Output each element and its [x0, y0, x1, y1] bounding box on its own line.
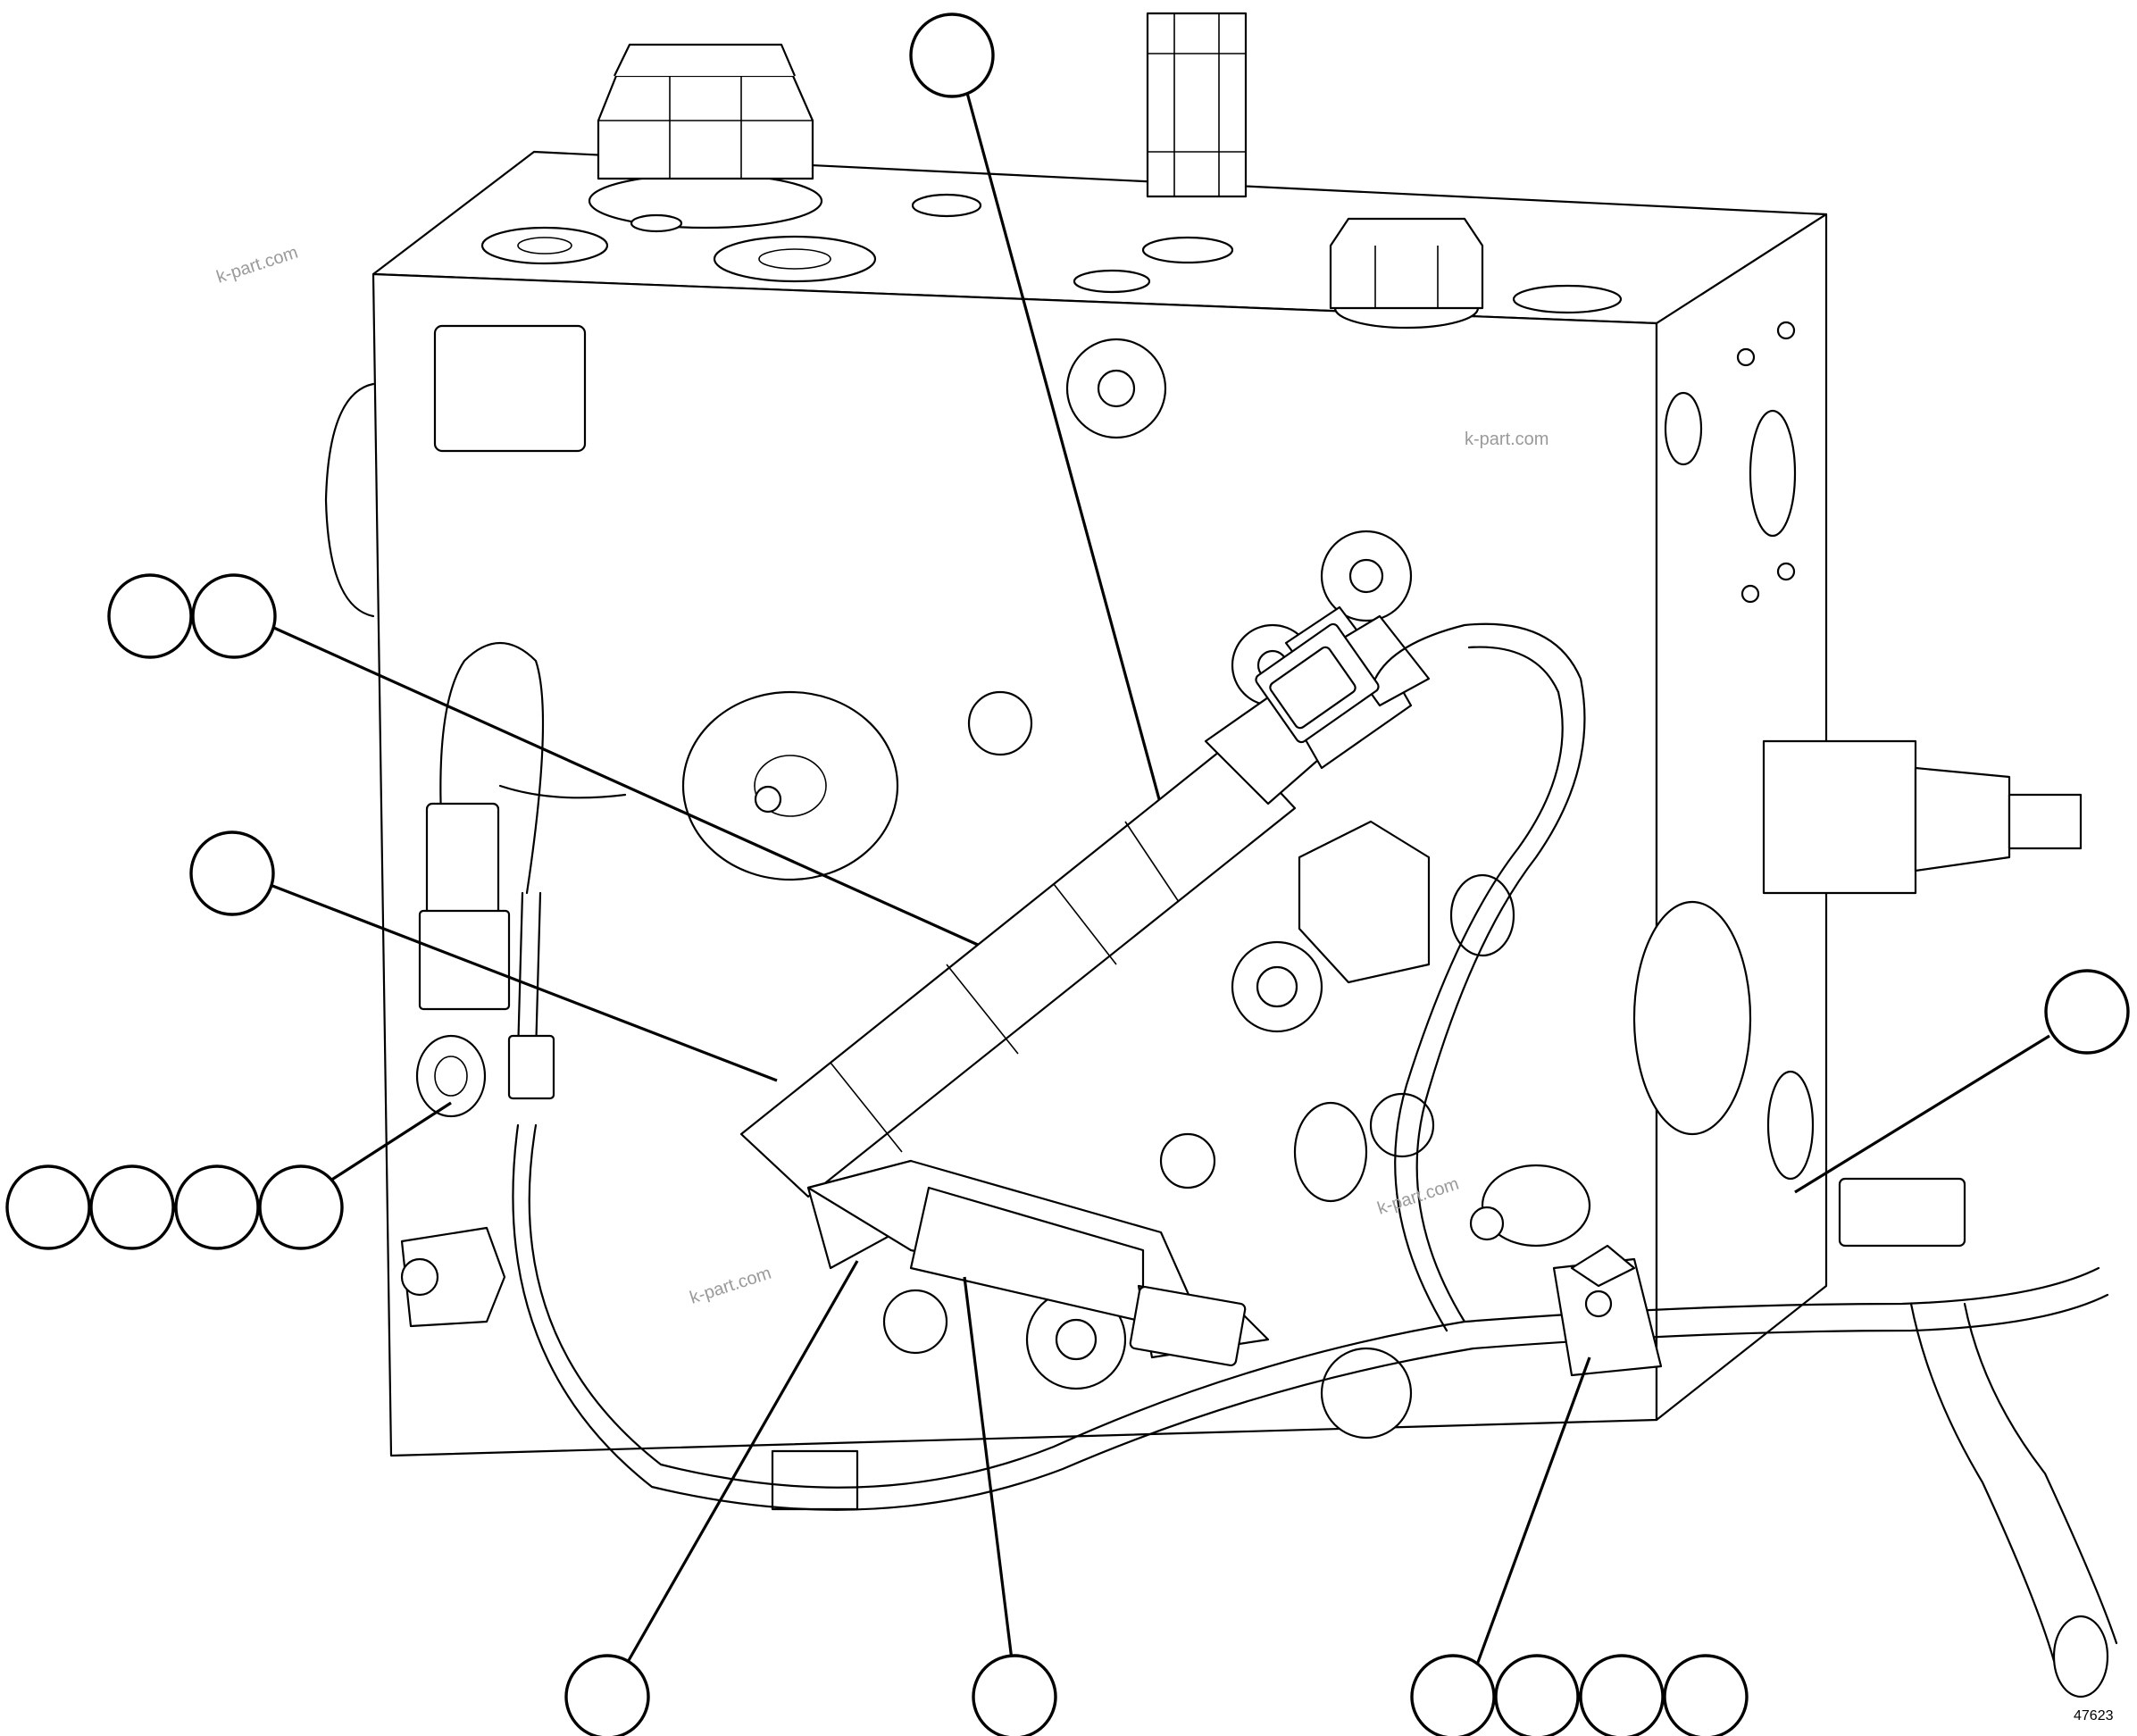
- leader-lines: [267, 82, 2050, 1675]
- callout-left-pair-a: [107, 573, 193, 659]
- callout-left-row-c: [174, 1164, 260, 1250]
- callout-left-row-a: [5, 1164, 91, 1250]
- callout-bottom-row-d: [1663, 1654, 1749, 1736]
- watermark-1: k-part.com: [214, 243, 301, 288]
- callout-bottom-row-c: [1579, 1654, 1665, 1736]
- wiring-harness: [418, 622, 2118, 1698]
- callout-left-pair-b: [191, 573, 277, 659]
- watermark-2: k-part.com: [1465, 430, 1548, 449]
- callout-bottom-b: [972, 1654, 1057, 1736]
- front-ports: [400, 338, 1591, 1511]
- right-side-ports: [1632, 321, 2083, 1181]
- callout-top: [909, 13, 995, 98]
- callout-left-row-b: [89, 1164, 175, 1250]
- figure-number: 47623: [2074, 1708, 2114, 1723]
- callout-bubbles: [5, 13, 2130, 1736]
- callout-bottom-row-a: [1410, 1654, 1496, 1736]
- callout-left-row-d: [258, 1164, 344, 1250]
- callout-left-mid: [189, 830, 275, 916]
- callout-bottom-row-b: [1494, 1654, 1580, 1736]
- callout-bottom-a: [564, 1654, 650, 1736]
- top-fittings: [480, 12, 1623, 330]
- callout-right: [2044, 969, 2130, 1055]
